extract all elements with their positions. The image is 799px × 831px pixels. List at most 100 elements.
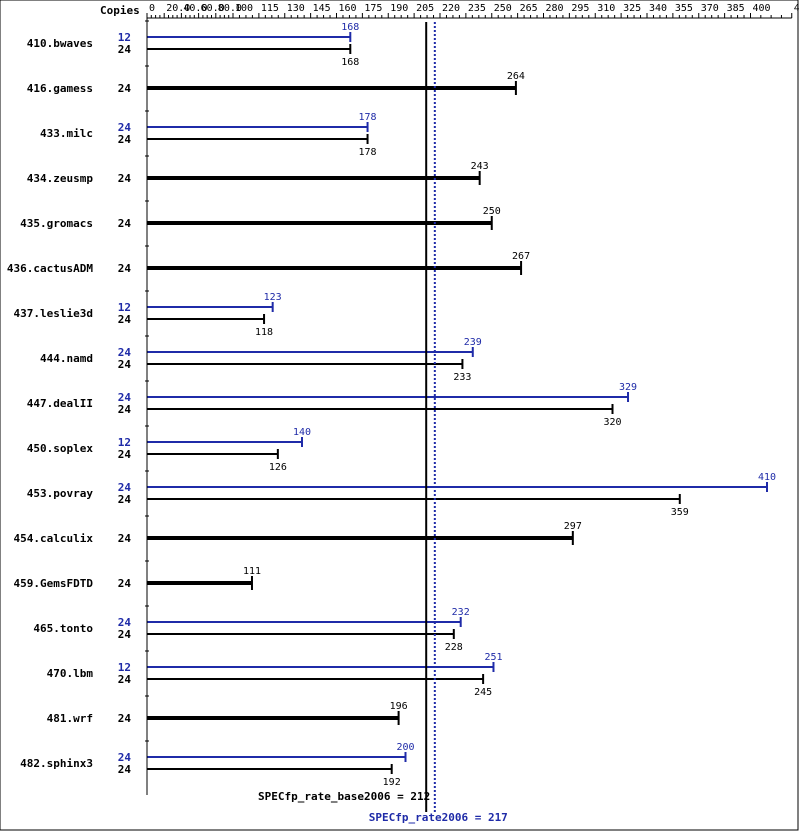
base-value-label: 233 <box>453 372 471 383</box>
benchmark-label: 437.leslie3d <box>14 307 93 320</box>
base-copies-label: 24 <box>118 577 132 590</box>
benchmark-label: 444.namd <box>40 352 93 365</box>
base-value-label: 228 <box>445 642 463 653</box>
base-copies-label: 24 <box>118 172 132 185</box>
base-value-label: 243 <box>471 161 489 172</box>
base-copies-label: 24 <box>118 532 132 545</box>
x-tick-label: 280 <box>546 3 564 14</box>
base-value-label: 168 <box>341 57 359 68</box>
base-value-label: 359 <box>671 507 689 518</box>
base-value-label: 320 <box>603 417 621 428</box>
benchmark-label: 416.gamess <box>27 82 93 95</box>
base-copies-label: 24 <box>118 82 132 95</box>
benchmark-label: 434.zeusmp <box>27 172 94 185</box>
peak-copies-label: 24 <box>118 391 132 404</box>
base-copies-label: 24 <box>118 43 132 56</box>
peak-value-label: 140 <box>293 427 311 438</box>
x-tick-label: 20.0 <box>166 3 190 14</box>
base-value-label: 245 <box>474 687 492 698</box>
x-tick-label: 100 <box>235 3 253 14</box>
x-tick-label: 40.0 <box>183 3 207 14</box>
peak-value-label: 178 <box>359 112 377 123</box>
x-tick-label: 295 <box>571 3 589 14</box>
peak-copies-label: 12 <box>118 301 131 314</box>
x-tick-label: 190 <box>390 3 408 14</box>
peak-value-label: 123 <box>264 292 282 303</box>
benchmark-label: 470.lbm <box>47 667 94 680</box>
x-tick-label: 425 <box>794 3 799 14</box>
benchmark-label: 482.sphinx3 <box>20 757 93 770</box>
peak-summary-label: SPECfp_rate2006 = 217 <box>369 811 508 824</box>
x-tick-label: 205 <box>416 3 434 14</box>
benchmark-label: 459.GemsFDTD <box>14 577 94 590</box>
benchmark-label: 447.dealII <box>27 397 93 410</box>
base-value-label: 118 <box>255 327 273 338</box>
peak-value-label: 239 <box>464 337 482 348</box>
benchmark-label: 454.calculix <box>14 532 94 545</box>
benchmark-label: 410.bwaves <box>27 37 93 50</box>
base-copies-label: 24 <box>118 217 132 230</box>
base-copies-label: 24 <box>118 763 132 776</box>
base-copies-label: 24 <box>118 403 132 416</box>
x-tick-label: 385 <box>727 3 745 14</box>
peak-copies-label: 12 <box>118 31 131 44</box>
x-tick-label: 175 <box>364 3 382 14</box>
x-tick-label: 145 <box>313 3 331 14</box>
x-tick-label: 310 <box>597 3 615 14</box>
benchmark-label: 436.cactusADM <box>7 262 93 275</box>
x-tick-label: 400 <box>753 3 771 14</box>
benchmark-label: 433.milc <box>40 127 93 140</box>
bars-layer: 410.bwaves 168 12 168 24 416.gamess 264 24 433.m… <box>7 22 776 788</box>
reference-lines-layer: SPECfp_rate_base2006 = 212SPECfp_rate200… <box>258 22 508 824</box>
base-copies-label: 24 <box>118 262 132 275</box>
x-tick-label: 370 <box>701 3 719 14</box>
x-tick-label: 235 <box>468 3 486 14</box>
axis-header-copies: Copies <box>100 4 140 17</box>
base-value-label: 192 <box>383 777 401 788</box>
base-copies-label: 24 <box>118 493 132 506</box>
x-tick-label: 355 <box>675 3 693 14</box>
peak-value-label: 410 <box>758 472 776 483</box>
peak-copies-label: 24 <box>118 346 132 359</box>
peak-value-label: 168 <box>341 22 359 33</box>
x-tick-label: 220 <box>442 3 460 14</box>
peak-value-label: 329 <box>619 382 637 393</box>
x-tick-label: 130 <box>287 3 305 14</box>
peak-copies-label: 24 <box>118 121 132 134</box>
peak-copies-label: 12 <box>118 436 131 449</box>
base-value-label: 297 <box>564 521 582 532</box>
base-value-label: 196 <box>390 701 408 712</box>
x-tick-label: 115 <box>261 3 279 14</box>
base-copies-label: 24 <box>118 358 132 371</box>
x-tick-label: 250 <box>494 3 512 14</box>
benchmark-label: 465.tonto <box>33 622 93 635</box>
peak-value-label: 200 <box>396 742 414 753</box>
peak-copies-label: 24 <box>118 481 132 494</box>
peak-value-label: 251 <box>484 652 502 663</box>
x-tick-label: 325 <box>623 3 641 14</box>
benchmark-label: 481.wrf <box>47 712 93 725</box>
x-tick-label: 80.0 <box>218 3 242 14</box>
base-copies-label: 24 <box>118 628 132 641</box>
base-copies-label: 24 <box>118 673 132 686</box>
base-value-label: 126 <box>269 462 287 473</box>
peak-copies-label: 24 <box>118 616 132 629</box>
peak-copies-label: 12 <box>118 661 131 674</box>
base-value-label: 250 <box>483 206 501 217</box>
base-value-label: 111 <box>243 566 261 577</box>
x-tick-label: 0 <box>149 3 155 14</box>
benchmark-label: 450.soplex <box>27 442 94 455</box>
x-tick-label: 340 <box>649 3 667 14</box>
x-tick-label: 60.0 <box>201 3 225 14</box>
base-copies-label: 24 <box>118 448 132 461</box>
base-copies-label: 24 <box>118 712 132 725</box>
base-copies-label: 24 <box>118 313 132 326</box>
base-summary-label: SPECfp_rate_base2006 = 212 <box>258 790 430 803</box>
base-value-label: 264 <box>507 71 525 82</box>
peak-value-label: 232 <box>452 607 470 618</box>
benchmark-label: 453.povray <box>27 487 94 500</box>
